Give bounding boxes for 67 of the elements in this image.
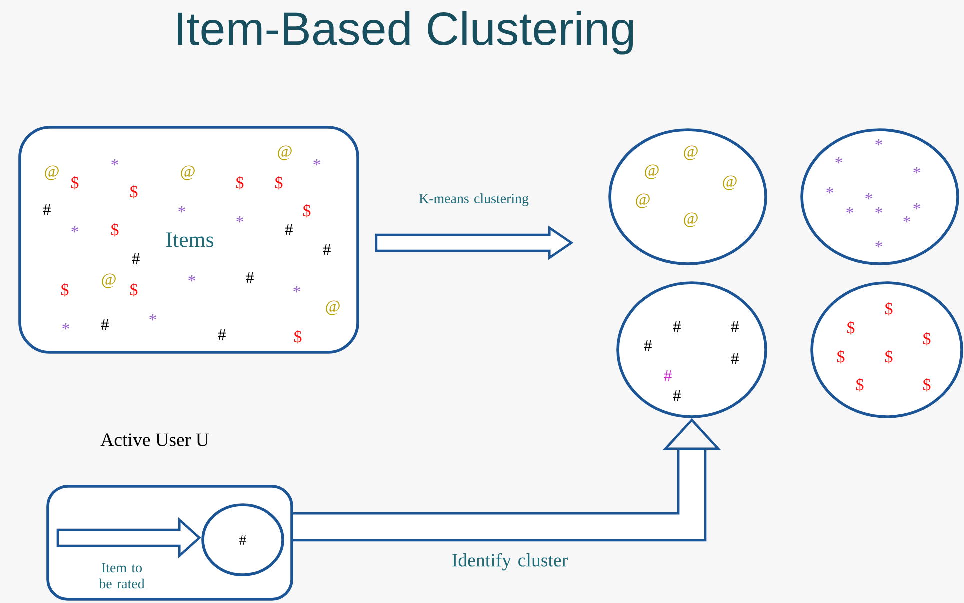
item-symbol: * — [72, 226, 78, 233]
item-symbol: # — [101, 320, 109, 331]
item-symbol: * — [876, 241, 882, 248]
item-symbol: $ — [72, 176, 79, 190]
item-symbol: @ — [102, 274, 116, 288]
item-symbol: $ — [924, 378, 931, 392]
item-symbol: @ — [278, 146, 292, 160]
item-symbol: # — [240, 535, 246, 545]
item-symbol: @ — [645, 164, 659, 180]
item-symbol: * — [876, 207, 882, 214]
item-symbol: # — [664, 370, 672, 382]
item-symbol: * — [914, 167, 920, 174]
item-symbol: # — [644, 340, 652, 352]
block-arrow — [56, 517, 202, 559]
items-label: Items — [166, 232, 214, 248]
item-symbol: * — [876, 139, 882, 146]
heading: Active User U — [100, 434, 210, 446]
item-symbol: # — [246, 272, 254, 284]
item-symbol: # — [218, 329, 226, 341]
item-symbol: * — [836, 157, 842, 164]
item-symbol: # — [132, 253, 140, 265]
item-symbol: @ — [723, 176, 737, 190]
edge-label: K-means clustering — [419, 194, 529, 206]
block-arrow — [375, 226, 574, 260]
item-symbol: * — [150, 314, 156, 321]
item-symbol: @ — [326, 300, 340, 316]
item-symbol: * — [866, 193, 872, 200]
item-symbol: # — [43, 204, 51, 216]
item-symbol: $ — [886, 350, 893, 364]
edge-label: Identify cluster — [452, 553, 568, 571]
item-symbol: * — [914, 203, 920, 210]
item-symbol: $ — [62, 283, 69, 297]
item-symbol: * — [188, 275, 196, 282]
item-symbol: $ — [848, 321, 855, 335]
item-symbol: * — [846, 207, 854, 214]
item-symbol: $ — [130, 185, 138, 199]
item-symbol: * — [314, 159, 320, 166]
item-symbol: @ — [636, 194, 650, 208]
item-symbol: $ — [236, 176, 244, 190]
item-symbol: $ — [276, 176, 283, 190]
item-symbol: @ — [684, 212, 698, 228]
item-symbol: # — [673, 390, 681, 402]
edge-label: Item to be rated — [99, 563, 145, 589]
item-symbol: $ — [304, 204, 311, 218]
item-symbol: @ — [684, 146, 698, 160]
item-symbol: @ — [45, 166, 59, 180]
item-symbol: * — [236, 216, 244, 223]
item-symbol: * — [294, 286, 300, 293]
item-symbol: * — [826, 187, 834, 194]
item-symbol: # — [323, 244, 331, 256]
item-symbol: * — [178, 206, 186, 213]
item-symbol: $ — [130, 283, 138, 297]
item-symbol: # — [285, 224, 293, 236]
item-symbol: $ — [886, 302, 893, 316]
title: Item-Based Clustering — [178, 11, 634, 55]
item-symbol: $ — [924, 332, 931, 346]
item-symbol: * — [904, 216, 910, 223]
item-symbol: $ — [294, 330, 302, 344]
item-symbol: # — [731, 321, 739, 333]
item-symbol: $ — [112, 223, 119, 237]
item-symbol: * — [112, 159, 118, 166]
item-symbol: # — [731, 354, 739, 365]
item-symbol: # — [673, 321, 681, 333]
item-symbol: $ — [838, 350, 845, 364]
item-symbol: * — [62, 323, 70, 330]
item-symbol: $ — [856, 378, 864, 392]
item-symbol: @ — [181, 166, 195, 180]
